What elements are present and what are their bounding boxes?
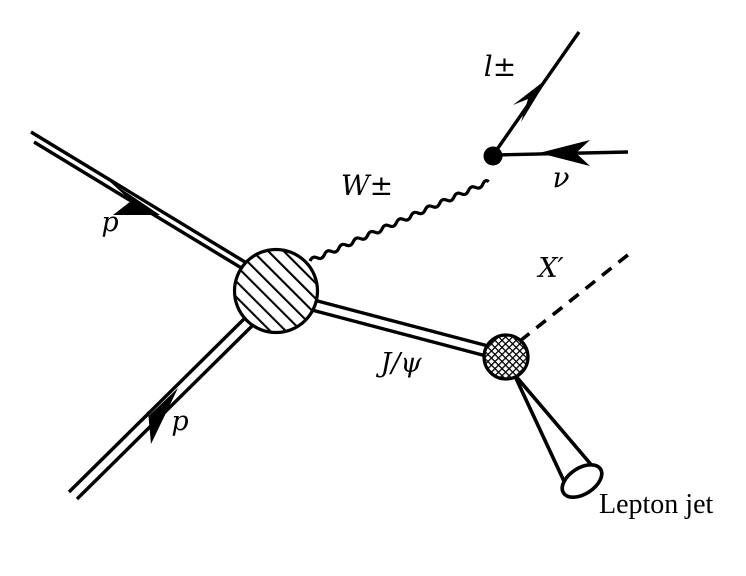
hadronic-blob-hatch-fill bbox=[235, 250, 317, 332]
hadronic-blob-outline bbox=[232, 247, 320, 335]
neutrino-label: ν bbox=[552, 161, 569, 194]
neutrino-arrowhead bbox=[539, 140, 590, 166]
jpsi-rail-b bbox=[307, 307, 491, 359]
particle-line-proton-lower: p bbox=[67, 317, 254, 501]
particle-line-proton-upper: p bbox=[30, 130, 249, 274]
particle-line-neutrino: ν bbox=[495, 140, 629, 194]
particle-line-jpsi: J/ψ bbox=[307, 297, 493, 379]
w-boson-wavy-line bbox=[308, 179, 490, 262]
jpsi-rail-a bbox=[309, 297, 493, 349]
lepton-jet-cone: Lepton jet bbox=[512, 372, 714, 520]
hadronic-interaction-blob bbox=[232, 247, 320, 335]
proton-lower-rail-a bbox=[67, 317, 246, 494]
proton-upper-rail-a bbox=[30, 130, 246, 264]
lepton-arrowhead bbox=[513, 78, 548, 122]
particle-line-w-boson: W± bbox=[308, 169, 490, 262]
proton-lower-label: p bbox=[171, 406, 188, 437]
particle-line-x-prime: X′ bbox=[518, 248, 636, 343]
x-prime-dashed-line bbox=[518, 248, 636, 343]
proton-upper-label: p bbox=[101, 207, 118, 238]
dark-blob-hatch-fill bbox=[485, 336, 527, 378]
proton-lower-arrowhead bbox=[139, 388, 178, 444]
lepton-label: l± bbox=[484, 50, 516, 83]
jet-cone-end-ellipse bbox=[560, 463, 604, 499]
lepton-jet-label: Lepton jet bbox=[599, 489, 714, 520]
dark-blob-outline bbox=[482, 333, 530, 381]
jpsi-label: J/ψ bbox=[375, 348, 422, 379]
w-boson-label: W± bbox=[341, 169, 393, 202]
proton-upper-arrowhead bbox=[108, 180, 160, 215]
x-prime-label: X′ bbox=[536, 253, 563, 284]
dark-blob-vertex bbox=[482, 333, 530, 381]
particle-line-lepton: l± bbox=[484, 31, 581, 159]
